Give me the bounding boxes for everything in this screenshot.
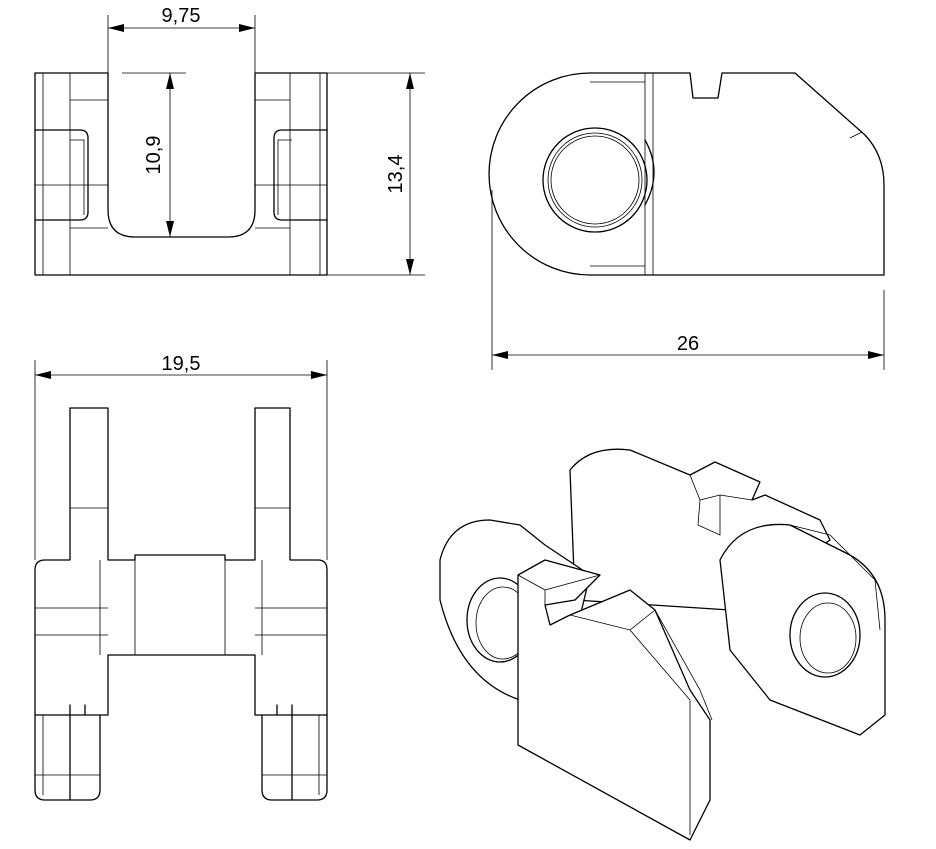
isometric-view <box>439 448 886 841</box>
dim-19-5: 19,5 <box>162 353 201 375</box>
front-view: 9,75 10,9 13,4 <box>34 5 425 276</box>
dim-26: 26 <box>677 333 699 355</box>
dim-13-4: 13,4 <box>385 155 407 194</box>
dim-10-9: 10,9 <box>143 136 165 175</box>
side-view: 26 <box>488 72 885 370</box>
dim-9-75: 9,75 <box>162 5 201 27</box>
top-view: 19,5 <box>34 353 328 801</box>
